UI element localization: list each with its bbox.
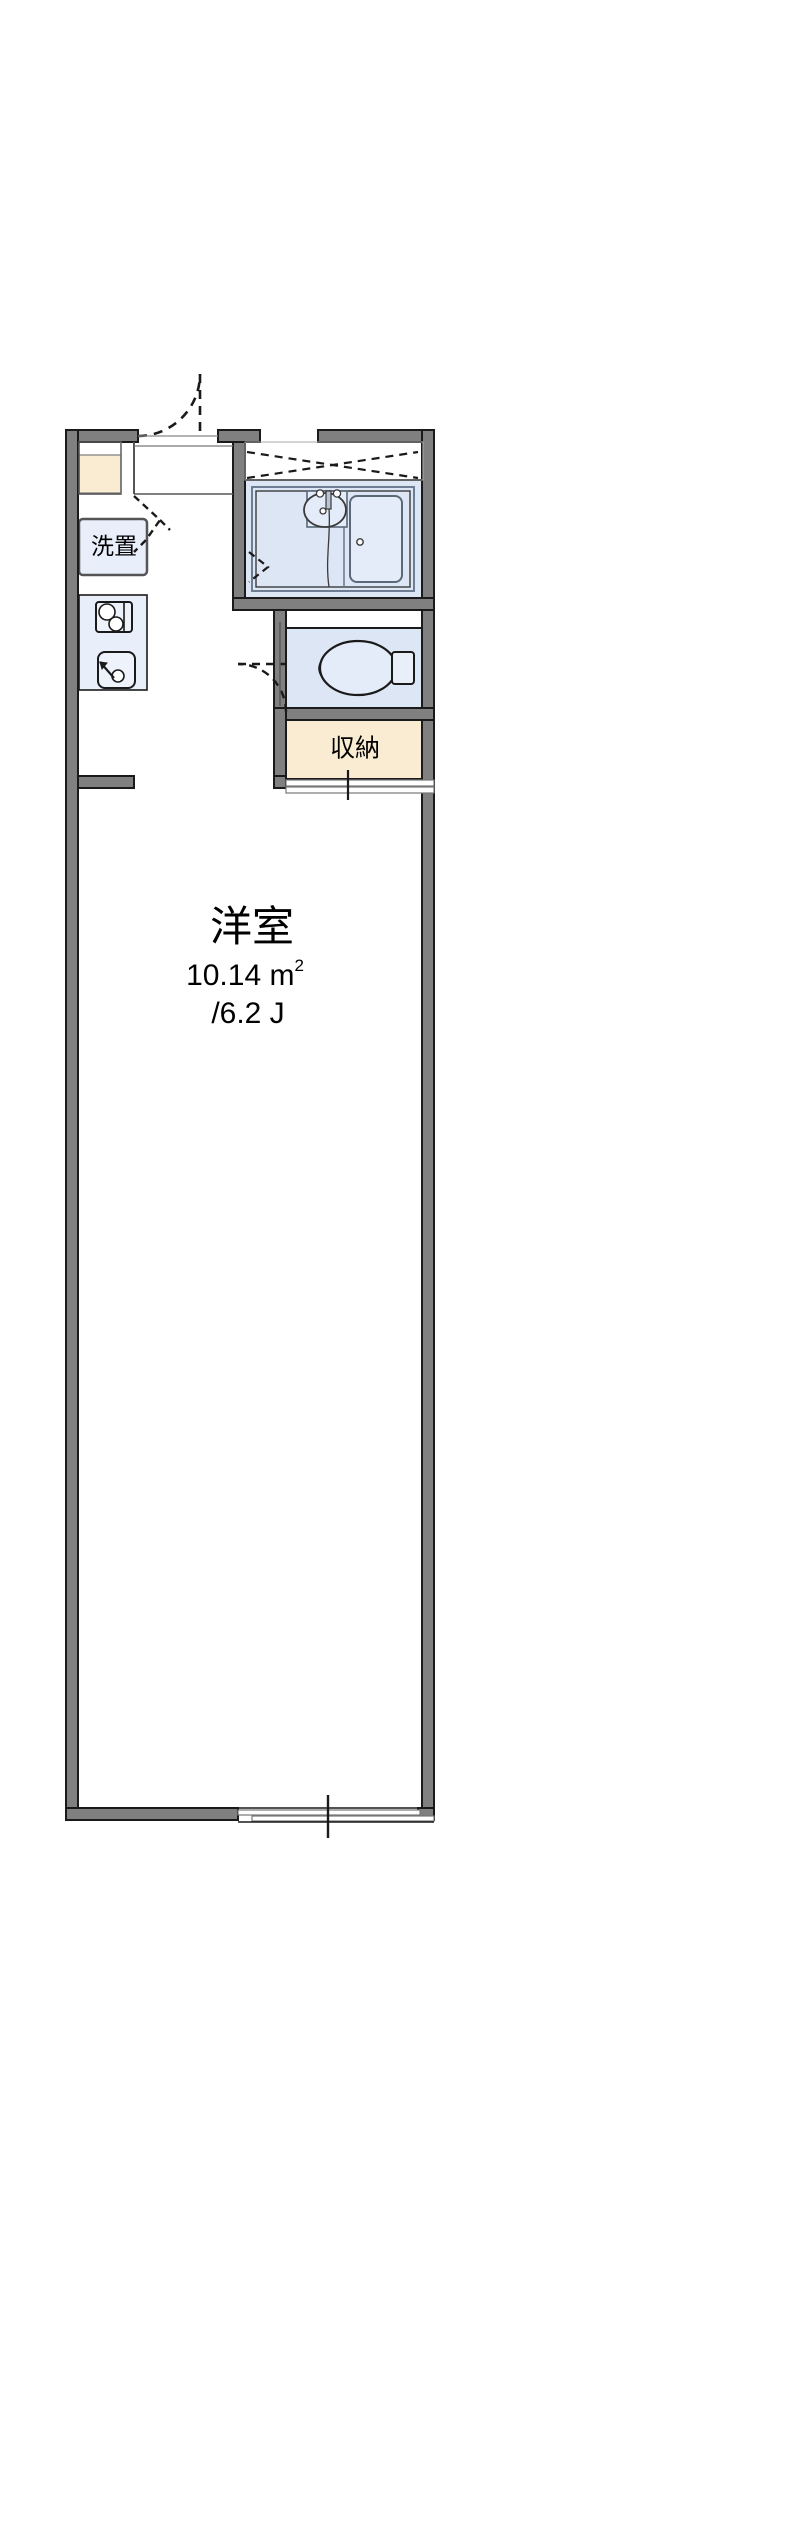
closet-door-track-upper[interactable] [285,779,435,787]
shoe-cabinet-area [78,454,122,494]
floor-fills [72,437,452,1820]
bath-window-swing-b [246,450,419,480]
kitchen-sink-drain [111,669,125,683]
balcony-window-sash-lower[interactable] [251,1815,435,1822]
closet-label: 収納 [330,735,380,763]
wall-top-right [317,429,435,443]
bathtub [349,495,403,583]
wall-bath-left [232,441,246,611]
washer-space-label: 洗置 [91,533,137,559]
wall-closet-corner [273,775,287,789]
corridor-folding-door-leaves[interactable] [133,495,162,553]
toilet-door[interactable] [237,622,288,713]
entrance-area [78,373,233,495]
shower-hose [326,508,331,588]
stove-burner-1 [98,603,116,621]
corridor-folding-door[interactable] [133,495,171,553]
wall-top-mid [217,429,261,443]
main-room-area: 10.14 m2 [186,956,304,991]
main-room-label: 洋室 [210,903,294,950]
main-room-area-superscript: 2 [294,956,303,975]
wall-bath-bottom [232,597,435,611]
wall-toilet-bottom [273,707,435,721]
corridor-folding-door-hinge[interactable] [159,519,171,531]
walls [65,429,435,1821]
wall-closet-left [273,707,287,781]
toilet-fixtures [318,639,415,697]
main-room-jo: /6.2 J [211,997,284,1030]
toilet-seat-gap [318,659,323,678]
kitchen-fixtures [95,601,136,689]
wall-bottom-left [65,1807,239,1821]
faucet-handle-right [332,489,342,498]
unit-bath-fixtures [244,441,424,592]
toilet-bowl [318,639,398,697]
unit-bath-door-leaves[interactable] [248,551,270,583]
wall-right-exterior [421,429,435,1821]
room-labels: 洗置 収納 洋室 10.14 m2 /6.2 J [91,533,380,1030]
main-room-floor [72,780,452,1820]
bath-window-frame [244,441,424,481]
toilet-tank [391,651,415,685]
stove-burner-2 [108,616,124,632]
balcony-window[interactable] [237,1795,435,1838]
faucet-handle-left [315,489,325,498]
wall-corridor-divider [77,775,135,789]
closet-door-track-lower[interactable] [285,786,435,794]
kitchen-faucet-head [99,661,108,671]
bathtub-drain [356,538,364,546]
washbasin-drain [319,507,327,515]
entrance-door-swing-arc[interactable] [137,373,202,438]
faucet-spout [325,490,332,510]
closet-doors[interactable] [285,770,435,800]
wall-left-exterior [65,429,79,1821]
main-room-area-value: 10.14 m [186,959,294,992]
